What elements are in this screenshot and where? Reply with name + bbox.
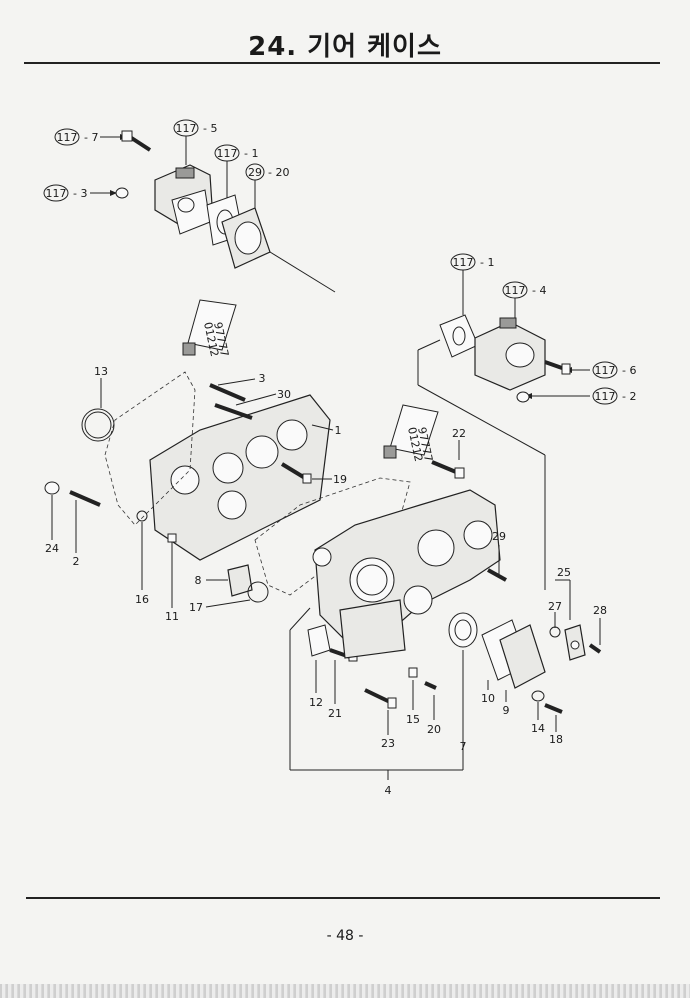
part-label-27: 27	[548, 600, 562, 613]
part-label-12: 12	[309, 696, 323, 709]
part-label-23: 23	[381, 737, 395, 750]
number-leaders	[51, 378, 601, 735]
part-label-30: 30	[277, 388, 291, 401]
part-label-13: 13	[94, 365, 108, 378]
ref-label-117-7: 117 - 7	[54, 128, 98, 146]
svg-text:117: 117	[57, 131, 78, 144]
fasteners	[44, 383, 602, 714]
part-label-19: 19	[333, 473, 347, 486]
assembly-bracket-4	[289, 579, 571, 780]
cap-and-oring	[227, 564, 269, 603]
sealant-tube-right: 97777 01212	[383, 404, 439, 463]
left-gasket	[81, 371, 196, 526]
part-label-1: 1	[335, 424, 342, 437]
middle-gasket	[254, 477, 411, 596]
ref-label-117-6: 117 - 6	[592, 361, 636, 379]
top-rule	[24, 62, 660, 64]
front-plate	[149, 394, 331, 561]
sensor-housing	[564, 624, 586, 661]
part-label-22: 22	[452, 427, 466, 440]
gear-case-body	[312, 489, 501, 659]
part-label-9: 9	[503, 704, 510, 717]
svg-text:117: 117	[505, 284, 526, 297]
svg-text:- 5: - 5	[203, 122, 217, 135]
ref-label-117-1-top: 117 - 1	[214, 144, 258, 162]
svg-text:117: 117	[595, 364, 616, 377]
sealant-tube-left: 97777 01212	[182, 299, 237, 358]
scan-edge	[0, 984, 690, 998]
svg-text:- 1: - 1	[244, 147, 258, 160]
part-label-10: 10	[481, 692, 495, 705]
part-label-18: 18	[549, 733, 563, 746]
svg-text:- 6: - 6	[622, 364, 636, 377]
svg-text:- 3: - 3	[73, 187, 87, 200]
ref-label-29-20: 29 - 20	[245, 163, 289, 181]
svg-text:117: 117	[595, 390, 616, 403]
svg-text:117: 117	[453, 256, 474, 269]
part-label-11: 11	[165, 610, 179, 623]
svg-text:117: 117	[176, 122, 197, 135]
ref-label-117-5: 117 - 5	[173, 119, 217, 137]
part-label-3: 3	[259, 372, 266, 385]
page-number: - 48 -	[326, 928, 364, 944]
svg-text:117: 117	[217, 147, 238, 160]
part-label-28: 28	[593, 604, 607, 617]
side-cover	[481, 619, 546, 689]
part-label-17: 17	[189, 601, 203, 614]
part-label-8: 8	[195, 574, 202, 587]
bottom-rule	[26, 897, 660, 899]
part-label-20: 20	[427, 723, 441, 736]
ref-label-117-1-right: 117 - 1	[450, 253, 494, 271]
svg-text:29: 29	[248, 166, 262, 179]
part-label-21: 21	[328, 707, 342, 720]
top-left-pump-assembly	[115, 130, 336, 293]
part-label-29: 29	[492, 530, 506, 543]
page-title: 24. 기어 케이스	[248, 32, 442, 62]
right-pump-assembly	[417, 314, 571, 590]
part-label-4: 4	[385, 784, 392, 797]
ref-label-117-4: 117 - 4	[502, 281, 546, 299]
part-label-15: 15	[406, 713, 420, 726]
svg-text:117: 117	[46, 187, 67, 200]
svg-text:- 2: - 2	[622, 390, 636, 403]
ref-label-117-3: 117 - 3	[43, 184, 87, 202]
ref-label-117-2: 117 - 2	[592, 387, 636, 405]
part-label-24: 24	[45, 542, 59, 555]
svg-text:- 4: - 4	[532, 284, 546, 297]
svg-text:- 20: - 20	[268, 166, 289, 179]
svg-text:- 1: - 1	[480, 256, 494, 269]
oil-seal	[448, 612, 478, 648]
svg-text:- 7: - 7	[84, 131, 98, 144]
part-label-2: 2	[73, 555, 80, 568]
bracket-12	[307, 624, 331, 657]
part-label-25: 25	[557, 566, 571, 579]
part-label-7: 7	[460, 740, 467, 753]
part-label-16: 16	[135, 593, 149, 606]
part-label-14: 14	[531, 722, 545, 735]
